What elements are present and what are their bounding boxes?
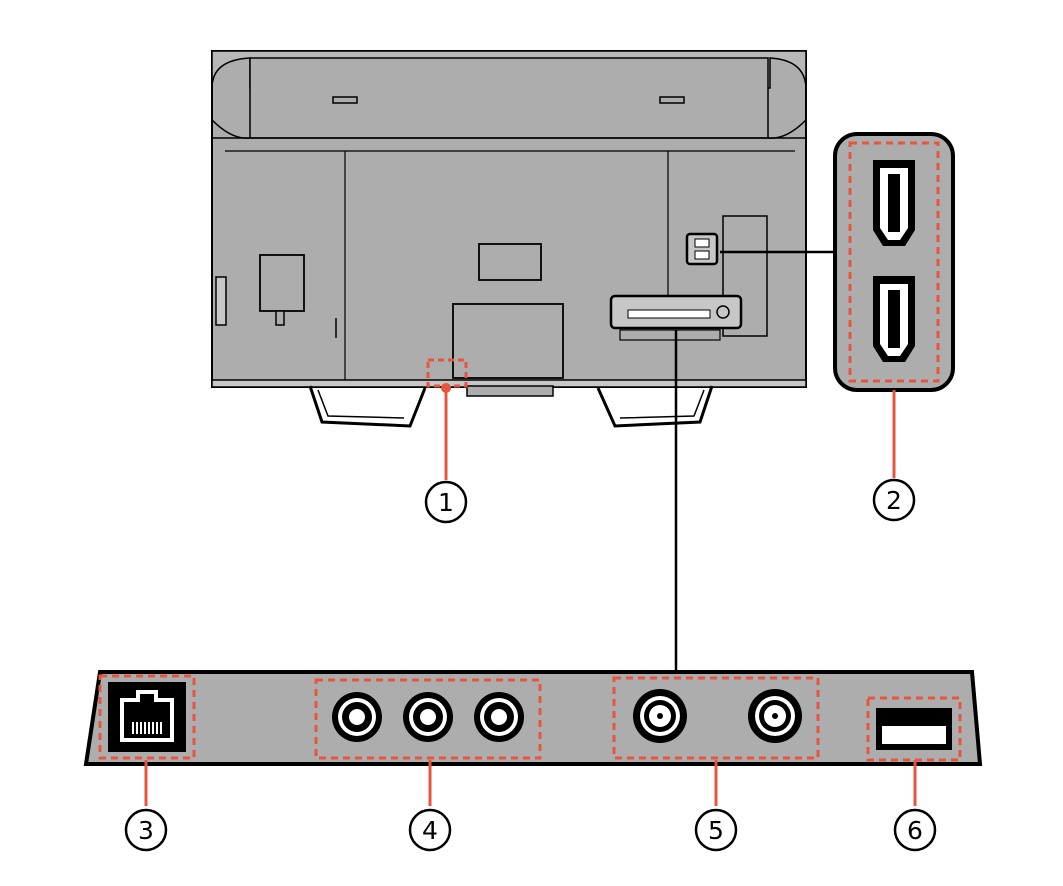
usb-port-icon bbox=[876, 708, 952, 750]
rca-jack-icon bbox=[403, 692, 453, 742]
callout-5: 5 bbox=[694, 808, 738, 852]
callout-1: 1 bbox=[424, 480, 468, 524]
callout-3: 3 bbox=[124, 808, 168, 852]
callout-4-label: 4 bbox=[422, 816, 438, 845]
hdmi-port-icon bbox=[873, 160, 915, 246]
coax-port-icon bbox=[633, 689, 687, 743]
callout-2: 2 bbox=[872, 478, 916, 522]
ethernet-port-icon bbox=[108, 682, 186, 752]
hdmi-port-icon bbox=[873, 276, 915, 362]
callout-5-label: 5 bbox=[708, 816, 724, 845]
coax-port-icon bbox=[748, 689, 802, 743]
callout-6: 6 bbox=[893, 808, 937, 852]
rca-jack-icon bbox=[474, 692, 524, 742]
rca-jack-icon bbox=[332, 692, 382, 742]
callout-6-label: 6 bbox=[907, 816, 923, 845]
callout-3-label: 3 bbox=[138, 816, 154, 845]
callout-4: 4 bbox=[408, 808, 452, 852]
callout-2-label: 2 bbox=[886, 486, 902, 515]
hdmi-inset bbox=[720, 132, 955, 392]
callout-1-label: 1 bbox=[438, 488, 454, 517]
bottom-connector-panel bbox=[83, 670, 983, 766]
tv-rear-icon bbox=[211, 50, 807, 428]
